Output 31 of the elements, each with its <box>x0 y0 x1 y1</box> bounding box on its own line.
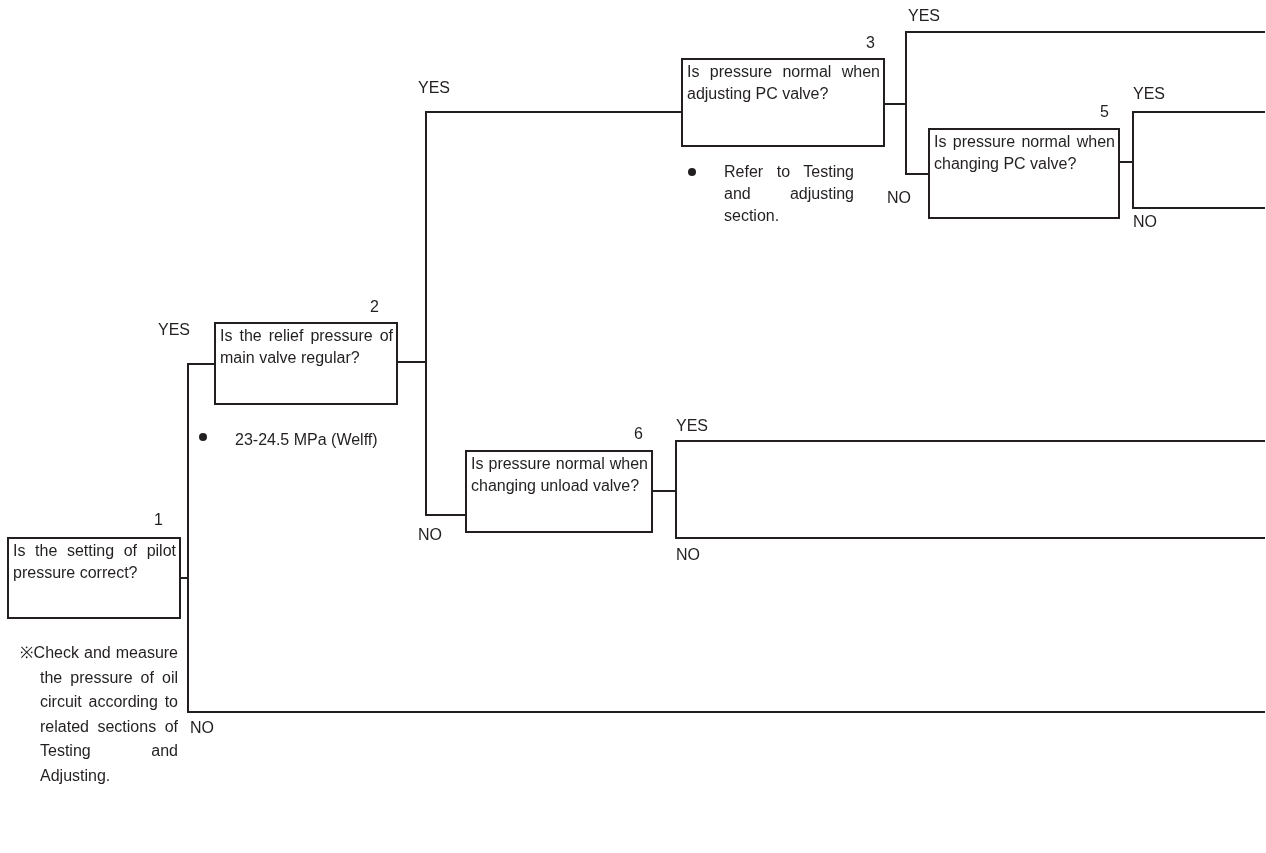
step-number: 3 <box>866 34 875 52</box>
edge-label: YES <box>908 7 940 25</box>
decision-box <box>465 450 653 533</box>
step-number: 5 <box>1100 103 1109 121</box>
edge-label: NO <box>1133 213 1157 231</box>
step-number: 1 <box>154 511 163 529</box>
edge-label: YES <box>676 417 708 435</box>
edge-label: YES <box>158 321 190 339</box>
decision-box <box>681 58 885 147</box>
question-text: Is pressure normal when changing PC valve? <box>934 132 1115 174</box>
decision-box <box>7 537 181 619</box>
question-text: Is pressure normal when changing unload valve? <box>471 454 648 496</box>
note-text: Refer to Testing and adjusting section. <box>724 162 854 226</box>
question-text: Is the setting of pilot pressure correct? <box>13 541 176 583</box>
step-number: 2 <box>370 298 379 316</box>
step-number: 6 <box>634 425 643 443</box>
question-text: Is pressure normal when adjusting PC valve? <box>687 62 880 104</box>
decision-box <box>928 128 1120 219</box>
edge-label: YES <box>1133 85 1165 103</box>
edge-label: NO <box>418 526 442 544</box>
edge-label: YES <box>418 79 450 97</box>
note-text: 23-24.5 MPa (Welff) <box>235 430 379 450</box>
connector-line <box>884 103 929 175</box>
question-text: Is the relief pressure of main valve regular? <box>220 326 393 368</box>
connector-line <box>1119 161 1266 209</box>
decision-box <box>214 322 398 405</box>
edge-label: NO <box>887 189 911 207</box>
edge-label: NO <box>676 546 700 564</box>
connector-line <box>397 361 466 516</box>
edge-label: NO <box>190 719 214 737</box>
note-text: ※Check and measure the pressure of oil circuit according to related sections of Testing and Adjusting. <box>20 643 178 786</box>
